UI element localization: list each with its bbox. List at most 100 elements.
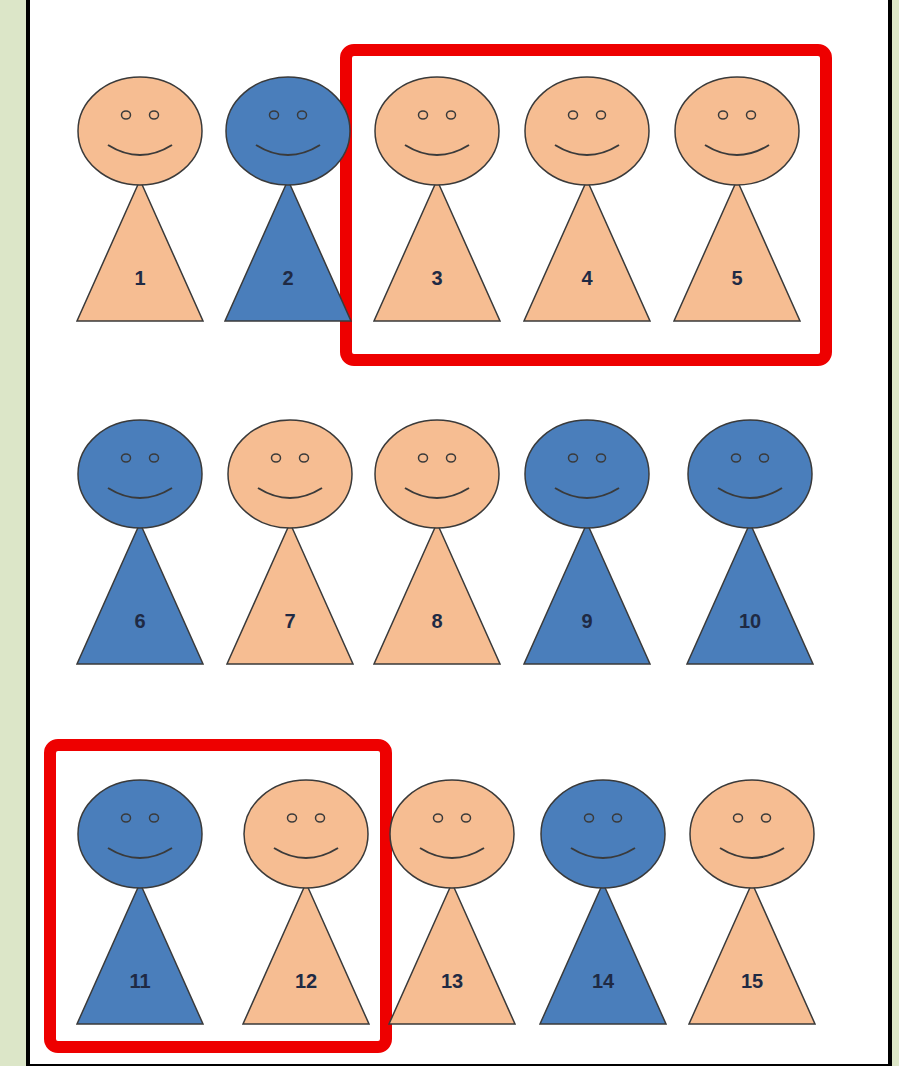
- head-circle: [690, 780, 814, 888]
- person-figure: 3: [372, 75, 502, 325]
- eye: [298, 111, 307, 119]
- body-triangle: [374, 180, 500, 321]
- eye: [434, 814, 443, 822]
- figure-number: 1: [75, 263, 205, 293]
- head-circle: [375, 420, 499, 528]
- person-figure: 7: [225, 418, 355, 668]
- person-figure: 15: [687, 778, 817, 1028]
- figure-number: 2: [223, 263, 353, 293]
- eye: [762, 814, 771, 822]
- body-triangle: [77, 883, 203, 1024]
- body-triangle: [77, 523, 203, 664]
- head-circle: [228, 420, 352, 528]
- figure-number: 4: [522, 263, 652, 293]
- figure-number: 10: [685, 606, 815, 636]
- body-triangle: [374, 523, 500, 664]
- eye: [150, 454, 159, 462]
- smile: [258, 488, 322, 498]
- figure-number: 5: [672, 263, 802, 293]
- figure-number: 13: [387, 966, 517, 996]
- eye: [272, 454, 281, 462]
- head-circle: [375, 77, 499, 185]
- smile: [108, 848, 172, 858]
- smile: [705, 145, 769, 155]
- eye: [732, 454, 741, 462]
- eye: [447, 111, 456, 119]
- head-circle: [688, 420, 812, 528]
- eye: [300, 454, 309, 462]
- person-figure: 8: [372, 418, 502, 668]
- eye: [747, 111, 756, 119]
- head-circle: [78, 780, 202, 888]
- eye: [419, 111, 428, 119]
- person-figure: 9: [522, 418, 652, 668]
- body-triangle: [243, 883, 369, 1024]
- eye: [288, 814, 297, 822]
- eye: [150, 111, 159, 119]
- smile: [420, 848, 484, 858]
- eye: [613, 814, 622, 822]
- head-circle: [78, 420, 202, 528]
- eye: [734, 814, 743, 822]
- eye: [597, 454, 606, 462]
- body-triangle: [77, 180, 203, 321]
- eye: [569, 454, 578, 462]
- eye: [122, 454, 131, 462]
- person-figure: 14: [538, 778, 668, 1028]
- person-figure: 10: [685, 418, 815, 668]
- eye: [122, 111, 131, 119]
- body-triangle: [674, 180, 800, 321]
- head-circle: [525, 420, 649, 528]
- eye: [316, 814, 325, 822]
- smile: [718, 488, 782, 498]
- figure-number: 12: [241, 966, 371, 996]
- smile: [555, 488, 619, 498]
- person-figure: 11: [75, 778, 205, 1028]
- smile: [256, 145, 320, 155]
- group-box: [50, 745, 386, 1047]
- body-triangle: [227, 523, 353, 664]
- eye: [122, 814, 131, 822]
- head-circle: [244, 780, 368, 888]
- body-triangle: [540, 883, 666, 1024]
- smile: [108, 488, 172, 498]
- body-triangle: [524, 180, 650, 321]
- person-figure: 1: [75, 75, 205, 325]
- person-figure: 13: [387, 778, 517, 1028]
- eye: [419, 454, 428, 462]
- person-figure: 6: [75, 418, 205, 668]
- head-circle: [525, 77, 649, 185]
- body-triangle: [524, 523, 650, 664]
- head-circle: [78, 77, 202, 185]
- eye: [760, 454, 769, 462]
- figure-number: 6: [75, 606, 205, 636]
- group-box: [346, 50, 826, 360]
- smile: [274, 848, 338, 858]
- figure-number: 14: [538, 966, 668, 996]
- smile: [720, 848, 784, 858]
- eye: [447, 454, 456, 462]
- smile: [405, 145, 469, 155]
- figure-number: 15: [687, 966, 817, 996]
- eye: [569, 111, 578, 119]
- head-circle: [675, 77, 799, 185]
- person-figure: 5: [672, 75, 802, 325]
- eye: [597, 111, 606, 119]
- figure-number: 3: [372, 263, 502, 293]
- head-circle: [541, 780, 665, 888]
- smile: [571, 848, 635, 858]
- eye: [462, 814, 471, 822]
- figure-number: 7: [225, 606, 355, 636]
- smile: [555, 145, 619, 155]
- figure-number: 11: [75, 966, 205, 996]
- eye: [719, 111, 728, 119]
- eye: [585, 814, 594, 822]
- body-triangle: [689, 883, 815, 1024]
- head-circle: [390, 780, 514, 888]
- figure-number: 9: [522, 606, 652, 636]
- body-triangle: [687, 523, 813, 664]
- eye: [270, 111, 279, 119]
- smile: [108, 145, 172, 155]
- body-triangle: [225, 180, 351, 321]
- figure-number: 8: [372, 606, 502, 636]
